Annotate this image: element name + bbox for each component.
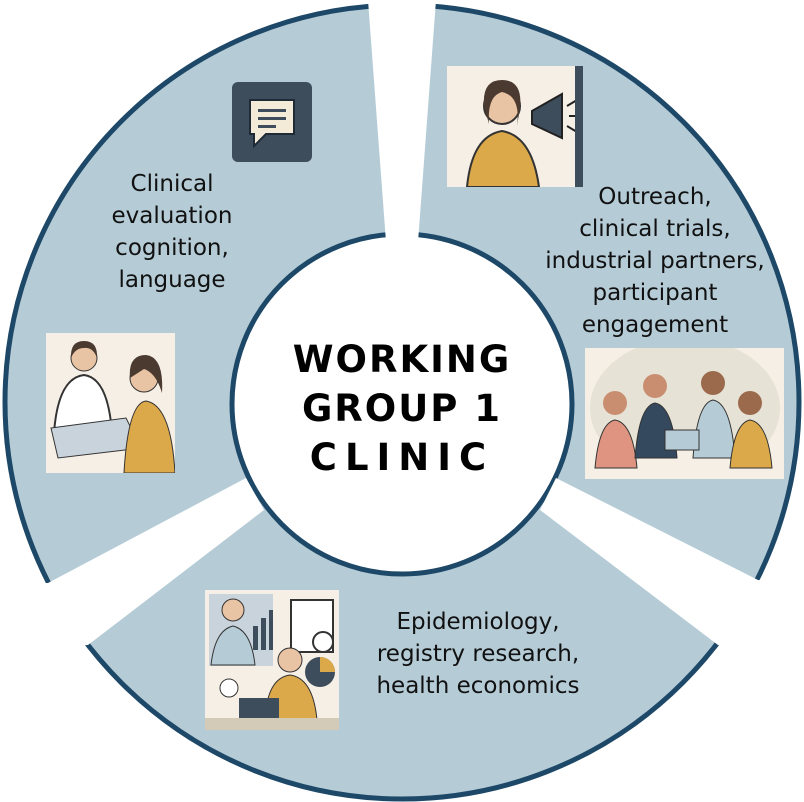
segment-epidemiology-label: Epidemiology,registry research,health ec… — [376, 609, 580, 699]
megaphone-illustration — [447, 66, 583, 187]
gap-top — [368, 0, 436, 242]
team-meeting-illustration — [585, 348, 784, 479]
center-title: WORKING GROUP 1 CLINIC — [292, 338, 512, 479]
doctor-patient-illustration — [46, 333, 175, 473]
gap-left — [0, 478, 264, 650]
segment-outreach-label: Outreach,clinical trials,industrial part… — [545, 184, 765, 338]
gap-right — [540, 478, 804, 650]
chat-bubble-icon — [232, 82, 312, 162]
data-analysis-illustration — [205, 590, 339, 730]
